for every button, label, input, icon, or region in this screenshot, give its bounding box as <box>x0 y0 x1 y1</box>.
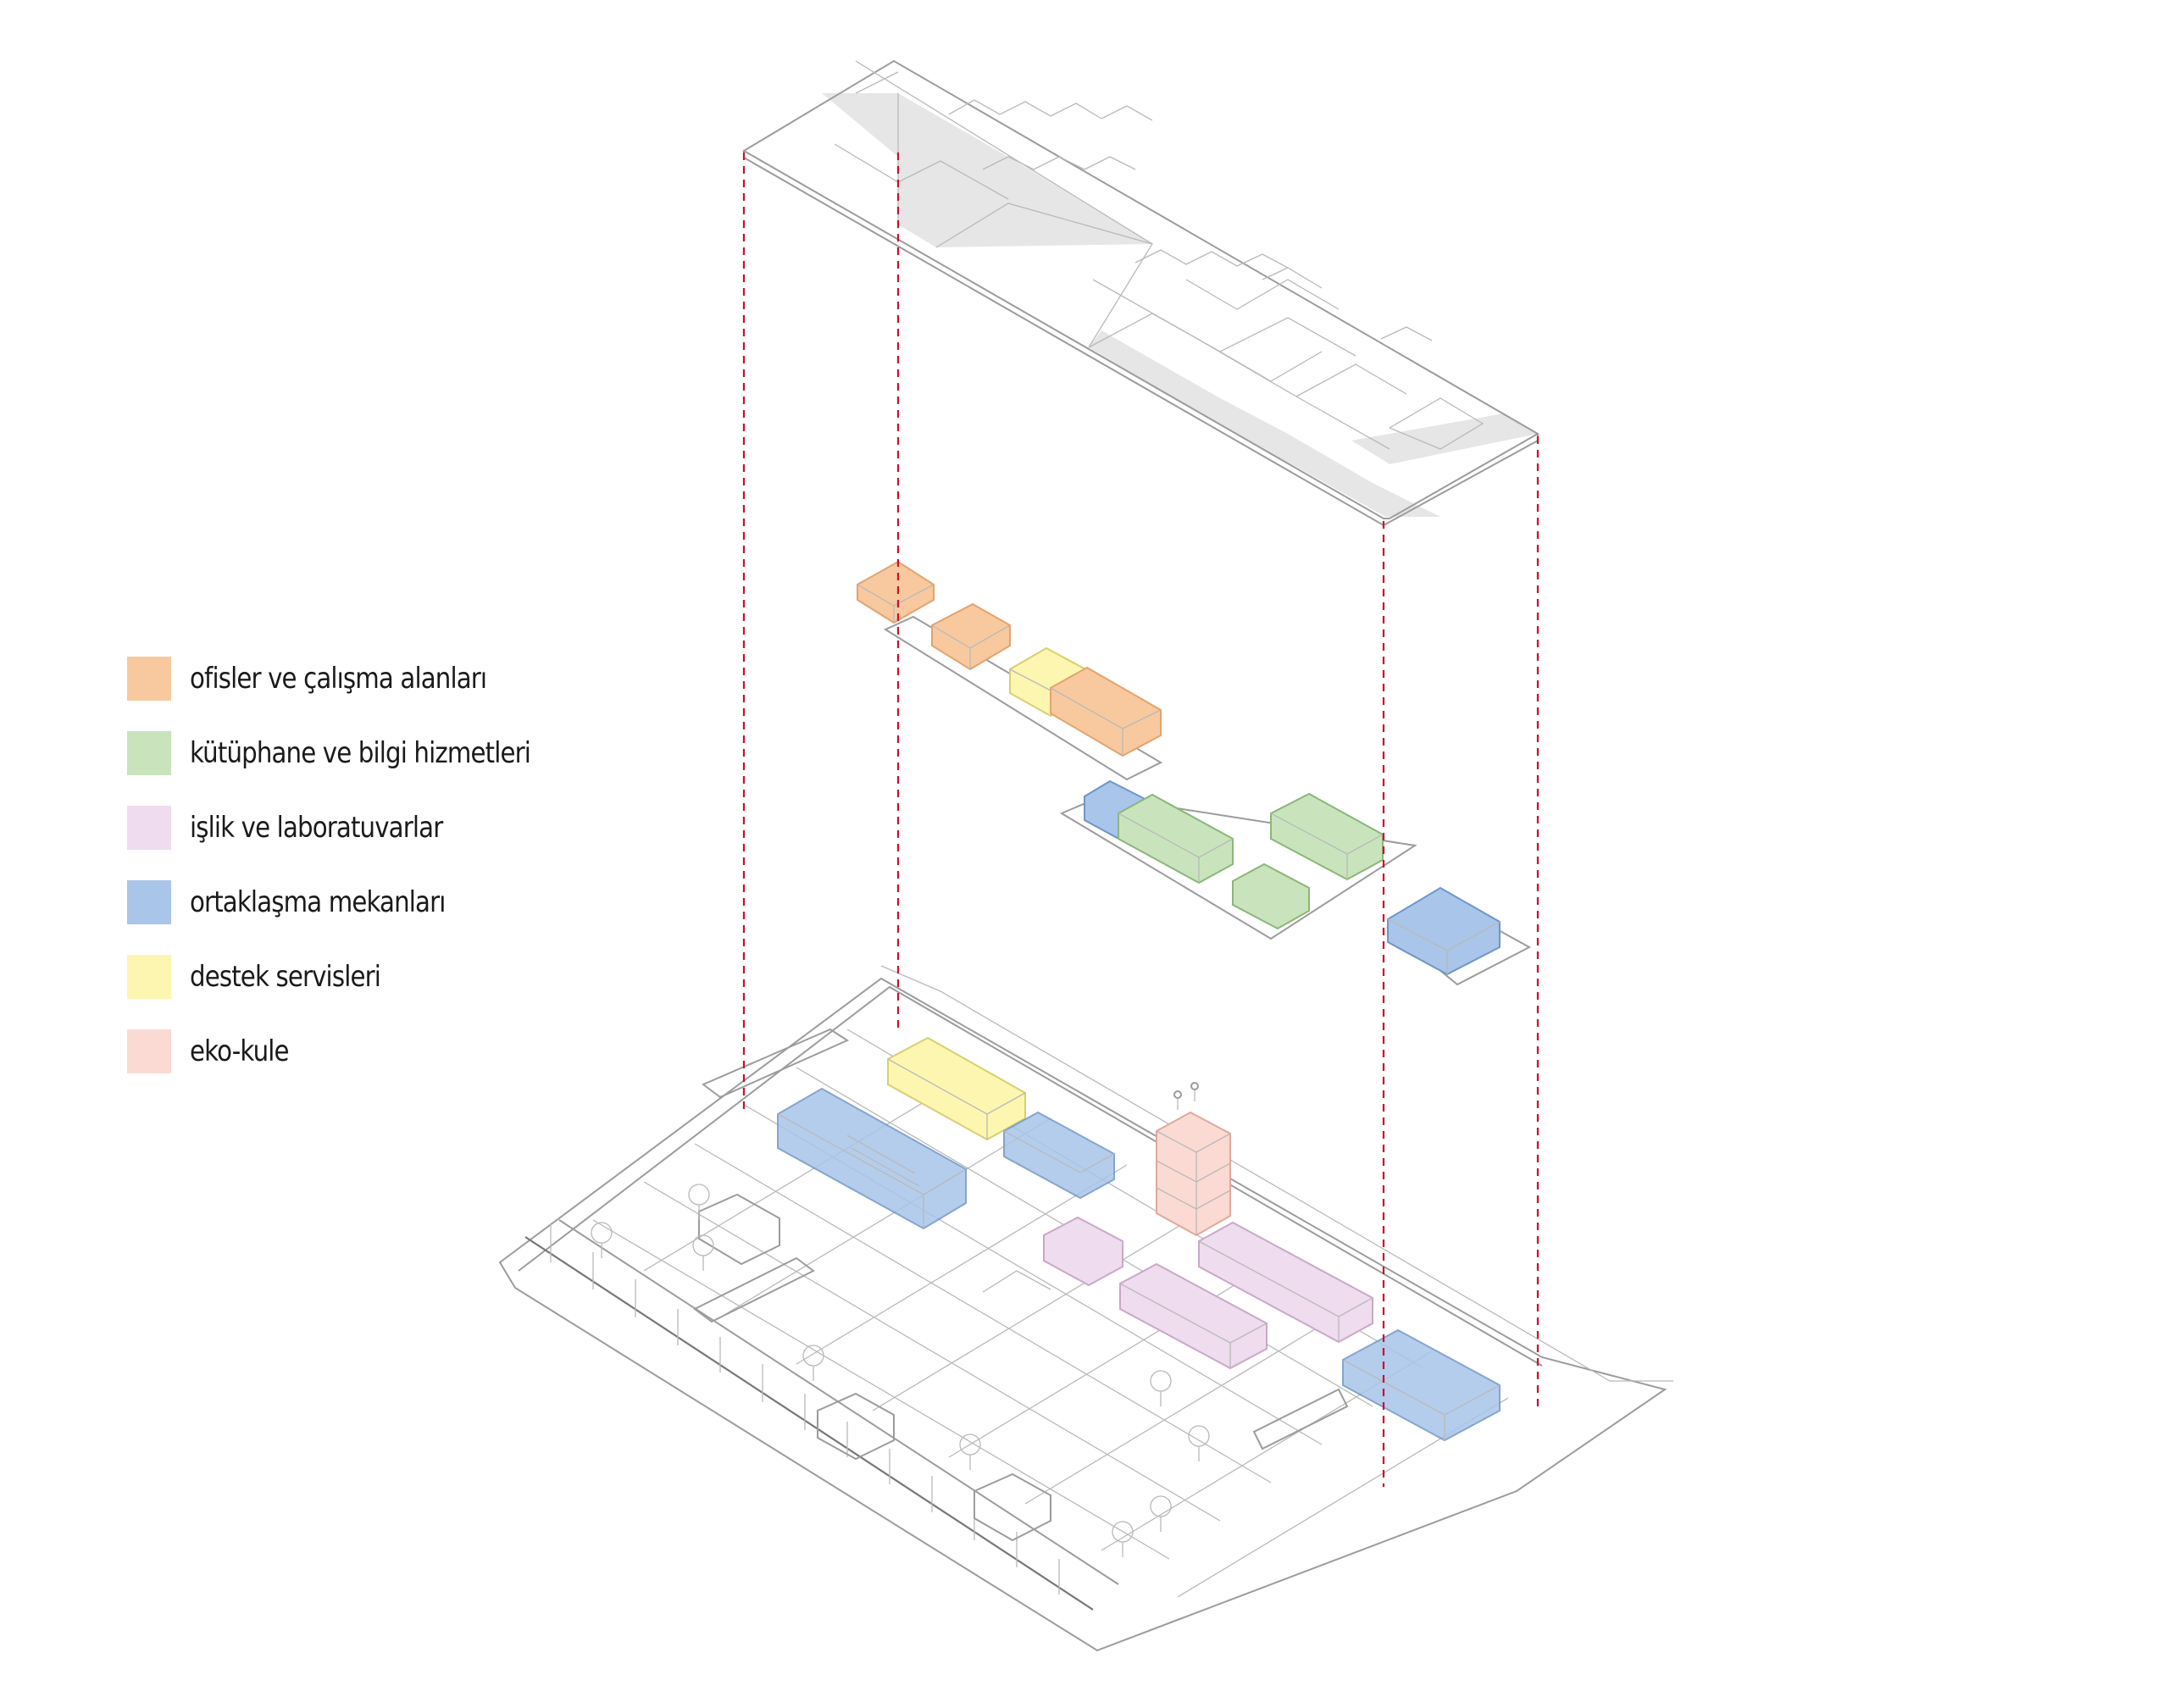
studio-lab-block-2 <box>1119 1262 1268 1370</box>
commons-block-ground-2 <box>1003 1111 1115 1200</box>
studio-lab-block-1 <box>1043 1216 1123 1287</box>
legend-label-eco-tower: eko-kule <box>190 1034 290 1068</box>
trees <box>591 1184 1210 1557</box>
roof-outline <box>742 59 1540 519</box>
legend-item-eco-tower: eko-kule <box>127 1029 305 1073</box>
roof-shaded-band-2 <box>1089 330 1440 517</box>
commons-block-ground-1 <box>777 1087 967 1230</box>
legend-label-commons: ortaklaşma mekanları <box>190 885 446 919</box>
legend-swatch-library <box>127 731 171 775</box>
legend-item-support: destek servisleri <box>127 955 412 999</box>
library-block-2 <box>1232 862 1310 930</box>
legend-item-offices: ofisler ve çalışma alanları <box>127 657 535 701</box>
library-block-1 <box>1118 793 1234 884</box>
legend-item-library: kütüphane ve bilgi hizmetleri <box>127 731 585 775</box>
library-block-3 <box>1270 792 1384 881</box>
legend-swatch-studios-labs <box>127 806 171 850</box>
legend-swatch-commons <box>127 880 171 924</box>
ground-floor <box>498 965 1673 1652</box>
legend-swatch-support <box>127 955 171 999</box>
eco-tower <box>1156 1082 1231 1237</box>
legend-item-commons: ortaklaşma mekanları <box>127 880 487 924</box>
roof-shaded-band-3 <box>1351 413 1538 464</box>
support-block-ground <box>887 1036 1026 1141</box>
commons-block-ground-3 <box>1342 1328 1501 1442</box>
roof-plan <box>742 59 1540 527</box>
legend-label-library: kütüphane ve bilgi hizmetleri <box>190 736 531 770</box>
legend-label-offices: ofisler ve çalışma alanları <box>190 662 487 696</box>
middle-floor <box>857 560 1532 986</box>
mid-slab-strip-1 <box>883 615 1163 781</box>
legend-label-support: destek servisleri <box>190 960 381 994</box>
office-block-3 <box>1050 666 1162 757</box>
projection-guides <box>742 152 1539 1487</box>
legend-swatch-offices <box>127 657 171 701</box>
site-outline <box>498 977 1667 1652</box>
office-block-1 <box>857 560 935 624</box>
legend-swatch-eco-tower <box>127 1029 171 1073</box>
legend-label-studios-labs: işlik ve laboratuvarlar <box>190 811 443 845</box>
perimeter-columns <box>524 1219 1119 1611</box>
roof-shaded-band-1 <box>822 93 1152 247</box>
studio-lab-block-3 <box>1198 1221 1373 1344</box>
commons-block-mid-2 <box>1387 886 1501 976</box>
office-block-2 <box>931 602 1011 671</box>
legend-item-studios-labs: işlik ve laboratuvarlar <box>127 806 484 850</box>
